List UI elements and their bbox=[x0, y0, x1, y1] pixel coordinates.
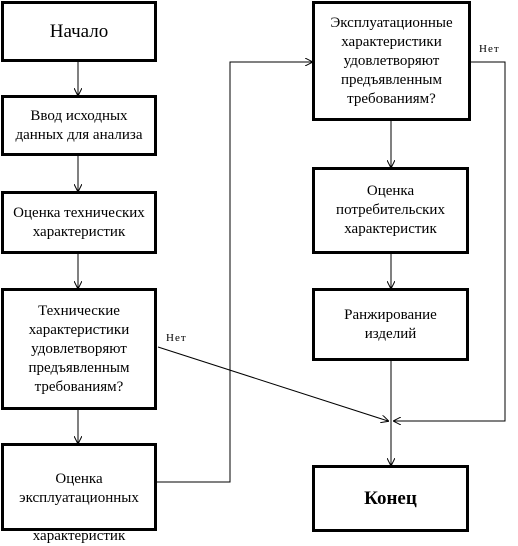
expl-no-label: Нет bbox=[479, 43, 500, 55]
tech-check-node: Технические характеристики удовлетворяют… bbox=[1, 288, 157, 410]
expl-eval-node: Оценка эксплуатационных характеристик bbox=[1, 443, 157, 544]
ranking-node-label: Ранжирование изделий bbox=[344, 306, 437, 342]
expl-check-node: Эксплуатационные характеристики удовлетв… bbox=[312, 1, 471, 121]
expl-eval-node-label: Оценка эксплуатационных характеристик bbox=[19, 471, 139, 544]
tech-eval-node: Оценка технических характеристик bbox=[1, 191, 157, 254]
expl-check-node-label: Эксплуатационные характеристики удовлетв… bbox=[330, 14, 453, 107]
arrow-expl-no-to-end bbox=[394, 61, 506, 421]
input-data-node: Ввод исходных данных для анализа bbox=[1, 95, 157, 156]
end-node-label: Конец bbox=[364, 488, 417, 509]
tech-no-label: Нет bbox=[166, 332, 187, 344]
tech-check-node-label: Технические характеристики удовлетворяют… bbox=[28, 302, 130, 395]
arrow-tech-no-to-end bbox=[157, 346, 388, 421]
tech-eval-node-label: Оценка технических характеристик bbox=[13, 204, 145, 240]
start-node-label: Начало bbox=[49, 21, 109, 42]
ranking-node: Ранжирование изделий bbox=[312, 288, 469, 361]
start-node: Начало bbox=[1, 1, 157, 62]
input-data-node-label: Ввод исходных данных для анализа bbox=[15, 107, 143, 143]
consumer-eval-node-label: Оценка потребительских характеристик bbox=[336, 183, 445, 237]
arrow-expl-eval-to-expl-check bbox=[157, 62, 312, 483]
end-node: Конец bbox=[312, 465, 469, 532]
consumer-eval-node: Оценка потребительских характеристик bbox=[312, 167, 469, 254]
